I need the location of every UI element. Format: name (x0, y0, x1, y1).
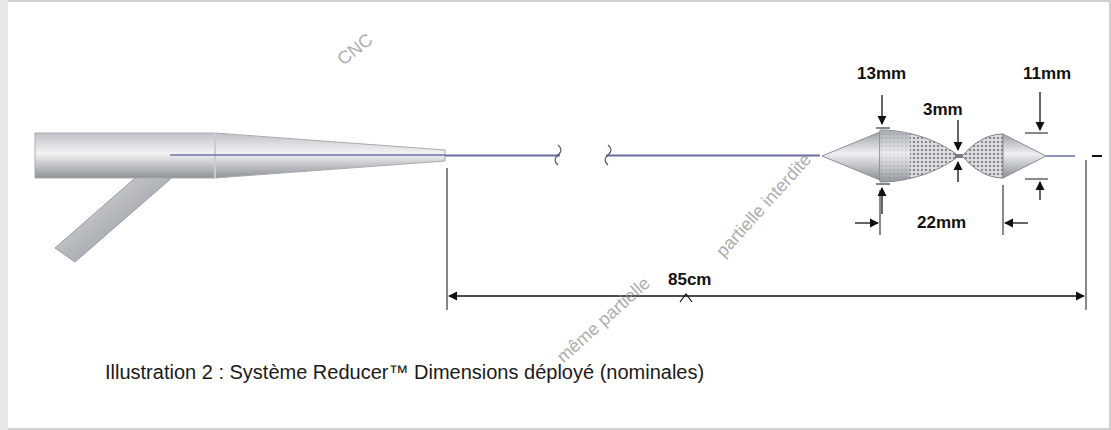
figure-caption: Illustration 2 : Système Reducer™ Dimens… (105, 361, 704, 383)
dimension-label: 11mm (1021, 65, 1073, 84)
watermark-text: partielle interdite (713, 150, 816, 261)
dimension-label: 85cm (666, 271, 713, 290)
dimension-label: 13mm (855, 65, 908, 84)
watermark-text: même partielle (553, 274, 654, 368)
dimension-label: 3mm (921, 101, 965, 120)
watermark-text: CNC (334, 30, 377, 70)
dimension-label: 22mm (915, 214, 968, 233)
